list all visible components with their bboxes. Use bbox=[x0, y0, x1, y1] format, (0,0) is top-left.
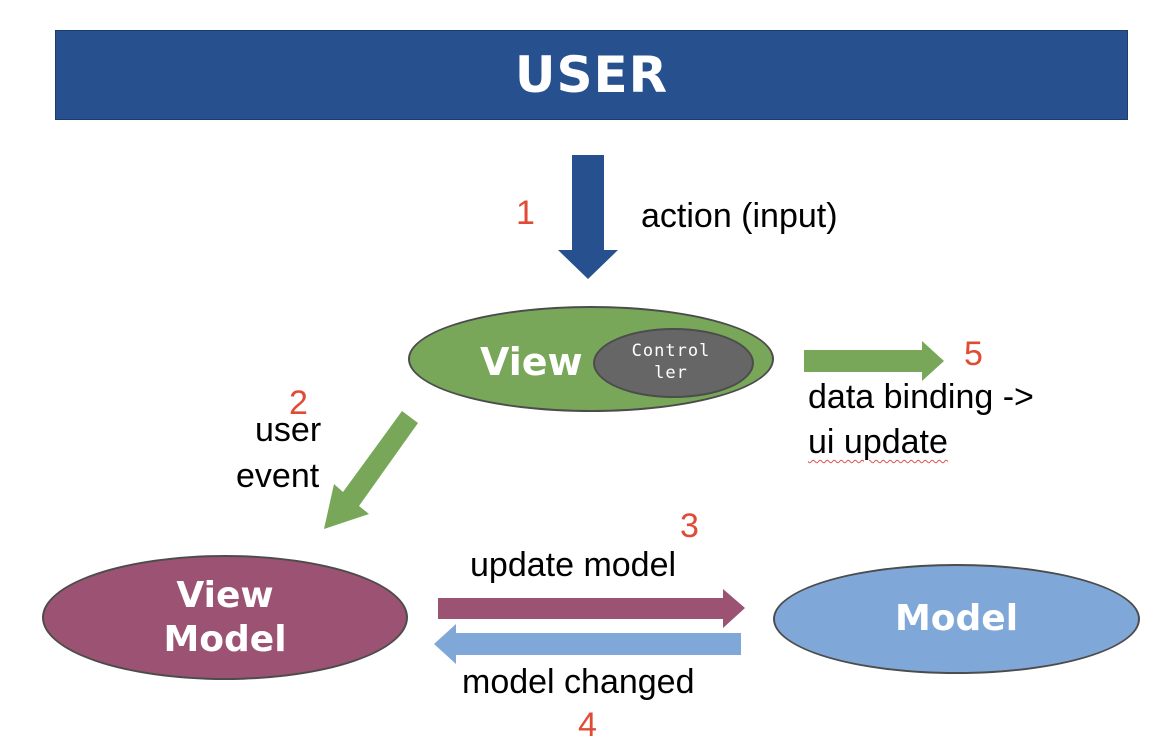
update-model-arrow bbox=[438, 589, 745, 628]
step-3-number: 3 bbox=[680, 507, 699, 545]
step-4-number: 4 bbox=[578, 706, 597, 744]
view-model-label-line2: Model bbox=[163, 618, 287, 660]
controller-label: Controller bbox=[631, 341, 711, 383]
step-5-label-line1: data binding -> bbox=[808, 378, 1034, 416]
model-node: Model bbox=[773, 564, 1140, 674]
step-2-label-line1: user bbox=[255, 411, 322, 449]
step-1-number: 1 bbox=[516, 194, 535, 232]
step-2-number: 2 bbox=[289, 384, 308, 422]
view-label: View bbox=[480, 340, 583, 384]
model-changed-arrow bbox=[434, 624, 741, 664]
user-event-arrow bbox=[324, 411, 418, 529]
model-label: Model bbox=[894, 598, 1019, 639]
view-model-node: View Model bbox=[42, 555, 408, 680]
action-arrow bbox=[558, 155, 618, 279]
step-5-number: 5 bbox=[964, 335, 983, 373]
data-binding-arrow bbox=[804, 341, 944, 381]
step-5-label-line2: ui update bbox=[808, 423, 948, 461]
step-3-label: update model bbox=[470, 546, 677, 584]
user-title: USER bbox=[514, 46, 669, 104]
step-4-label: model changed bbox=[462, 663, 695, 701]
step-1-label: action (input) bbox=[641, 197, 838, 235]
user-bar: USER bbox=[55, 30, 1128, 120]
step-2-label-line2: event bbox=[236, 457, 320, 495]
controller-node bbox=[593, 328, 754, 398]
view-model-label-line1: View bbox=[176, 574, 274, 616]
